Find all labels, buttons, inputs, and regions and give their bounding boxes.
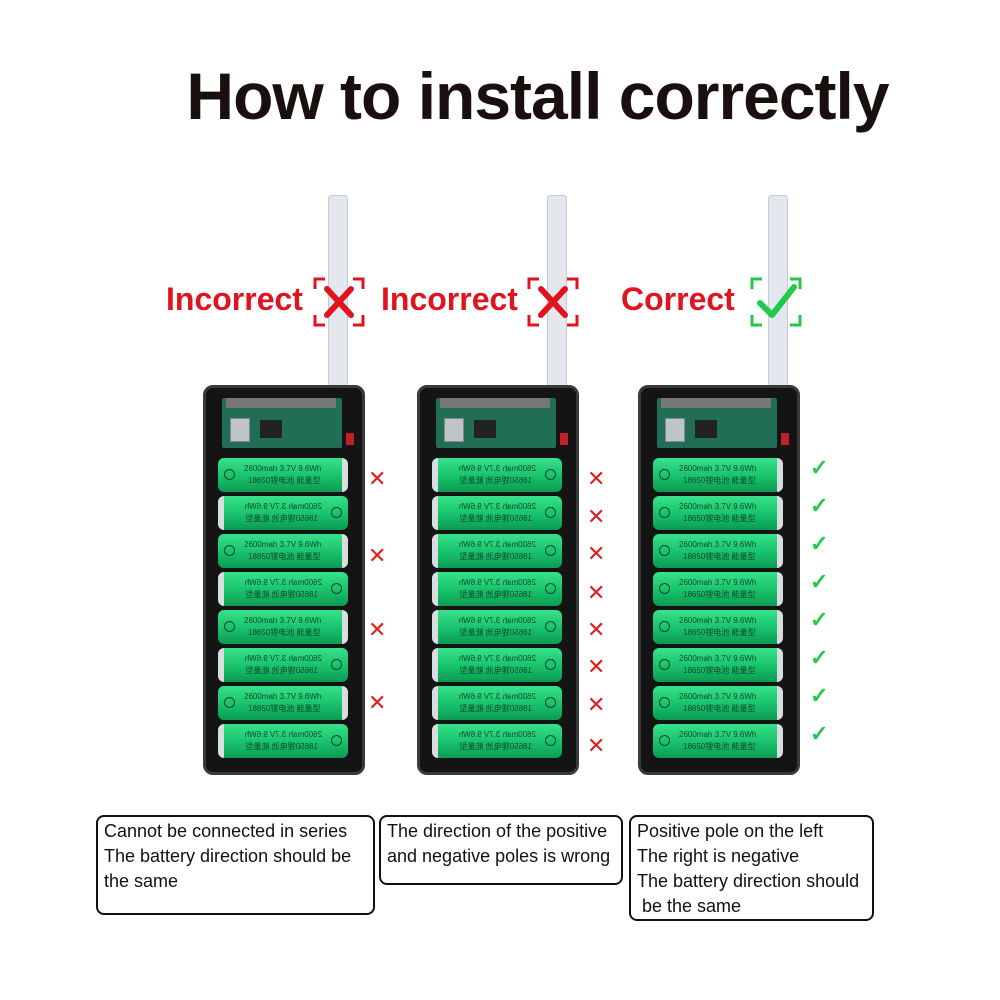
note-box-correct: Positive pole on the left The right is n… <box>629 815 874 921</box>
note-box-series: Cannot be connected in series The batter… <box>96 815 375 915</box>
circuit-board <box>222 398 342 448</box>
check-mark-icon: ✓ <box>810 569 829 594</box>
check-mark-icon: ✓ <box>810 645 829 670</box>
note-line: and negative poles is wrong <box>387 846 611 866</box>
status-label: Incorrect <box>381 281 518 317</box>
x-mark-icon: ✕ <box>587 504 606 529</box>
x-mark-icon: ✕ <box>368 466 387 491</box>
x-mark-icon: ✕ <box>368 617 387 642</box>
x-mark-icon: ✕ <box>587 541 606 566</box>
note-line: the same <box>104 871 179 891</box>
x-mark-icon: ✕ <box>587 733 606 758</box>
note-line: The right is negative <box>637 846 800 866</box>
check-mark-icon: ✓ <box>810 455 829 480</box>
check-mark-icon: ✓ <box>810 531 829 556</box>
note-line: The battery direction should be <box>104 846 352 866</box>
status-label: Correct <box>621 281 735 317</box>
x-mark-icon: ✕ <box>587 692 606 717</box>
x-mark-icon <box>313 277 365 327</box>
note-line: The battery direction should <box>637 871 860 891</box>
check-mark-icon: ✓ <box>810 683 829 708</box>
circuit-board <box>657 398 777 448</box>
x-mark-icon: ✕ <box>368 690 387 715</box>
note-box-polarity: The direction of the positive and negati… <box>379 815 623 885</box>
x-mark-icon: ✕ <box>368 543 387 568</box>
note-line: be the same <box>637 896 742 916</box>
check-mark-icon: ✓ <box>810 607 829 632</box>
check-mark-icon: ✓ <box>810 721 829 746</box>
x-mark-icon: ✕ <box>587 654 606 679</box>
check-mark-icon: ✓ <box>810 493 829 518</box>
check-mark-icon <box>750 277 802 327</box>
note-line: Cannot be connected in series <box>104 821 348 841</box>
note-line: The direction of the positive <box>387 821 608 841</box>
note-line: Positive pole on the left <box>637 821 824 841</box>
x-mark-icon: ✕ <box>587 466 606 491</box>
x-mark-icon: ✕ <box>587 617 606 642</box>
circuit-board <box>436 398 556 448</box>
status-label: Incorrect <box>166 281 303 317</box>
x-mark-icon: ✕ <box>587 580 606 605</box>
page-title: How to install correctly <box>186 59 889 133</box>
x-mark-icon <box>527 277 579 327</box>
